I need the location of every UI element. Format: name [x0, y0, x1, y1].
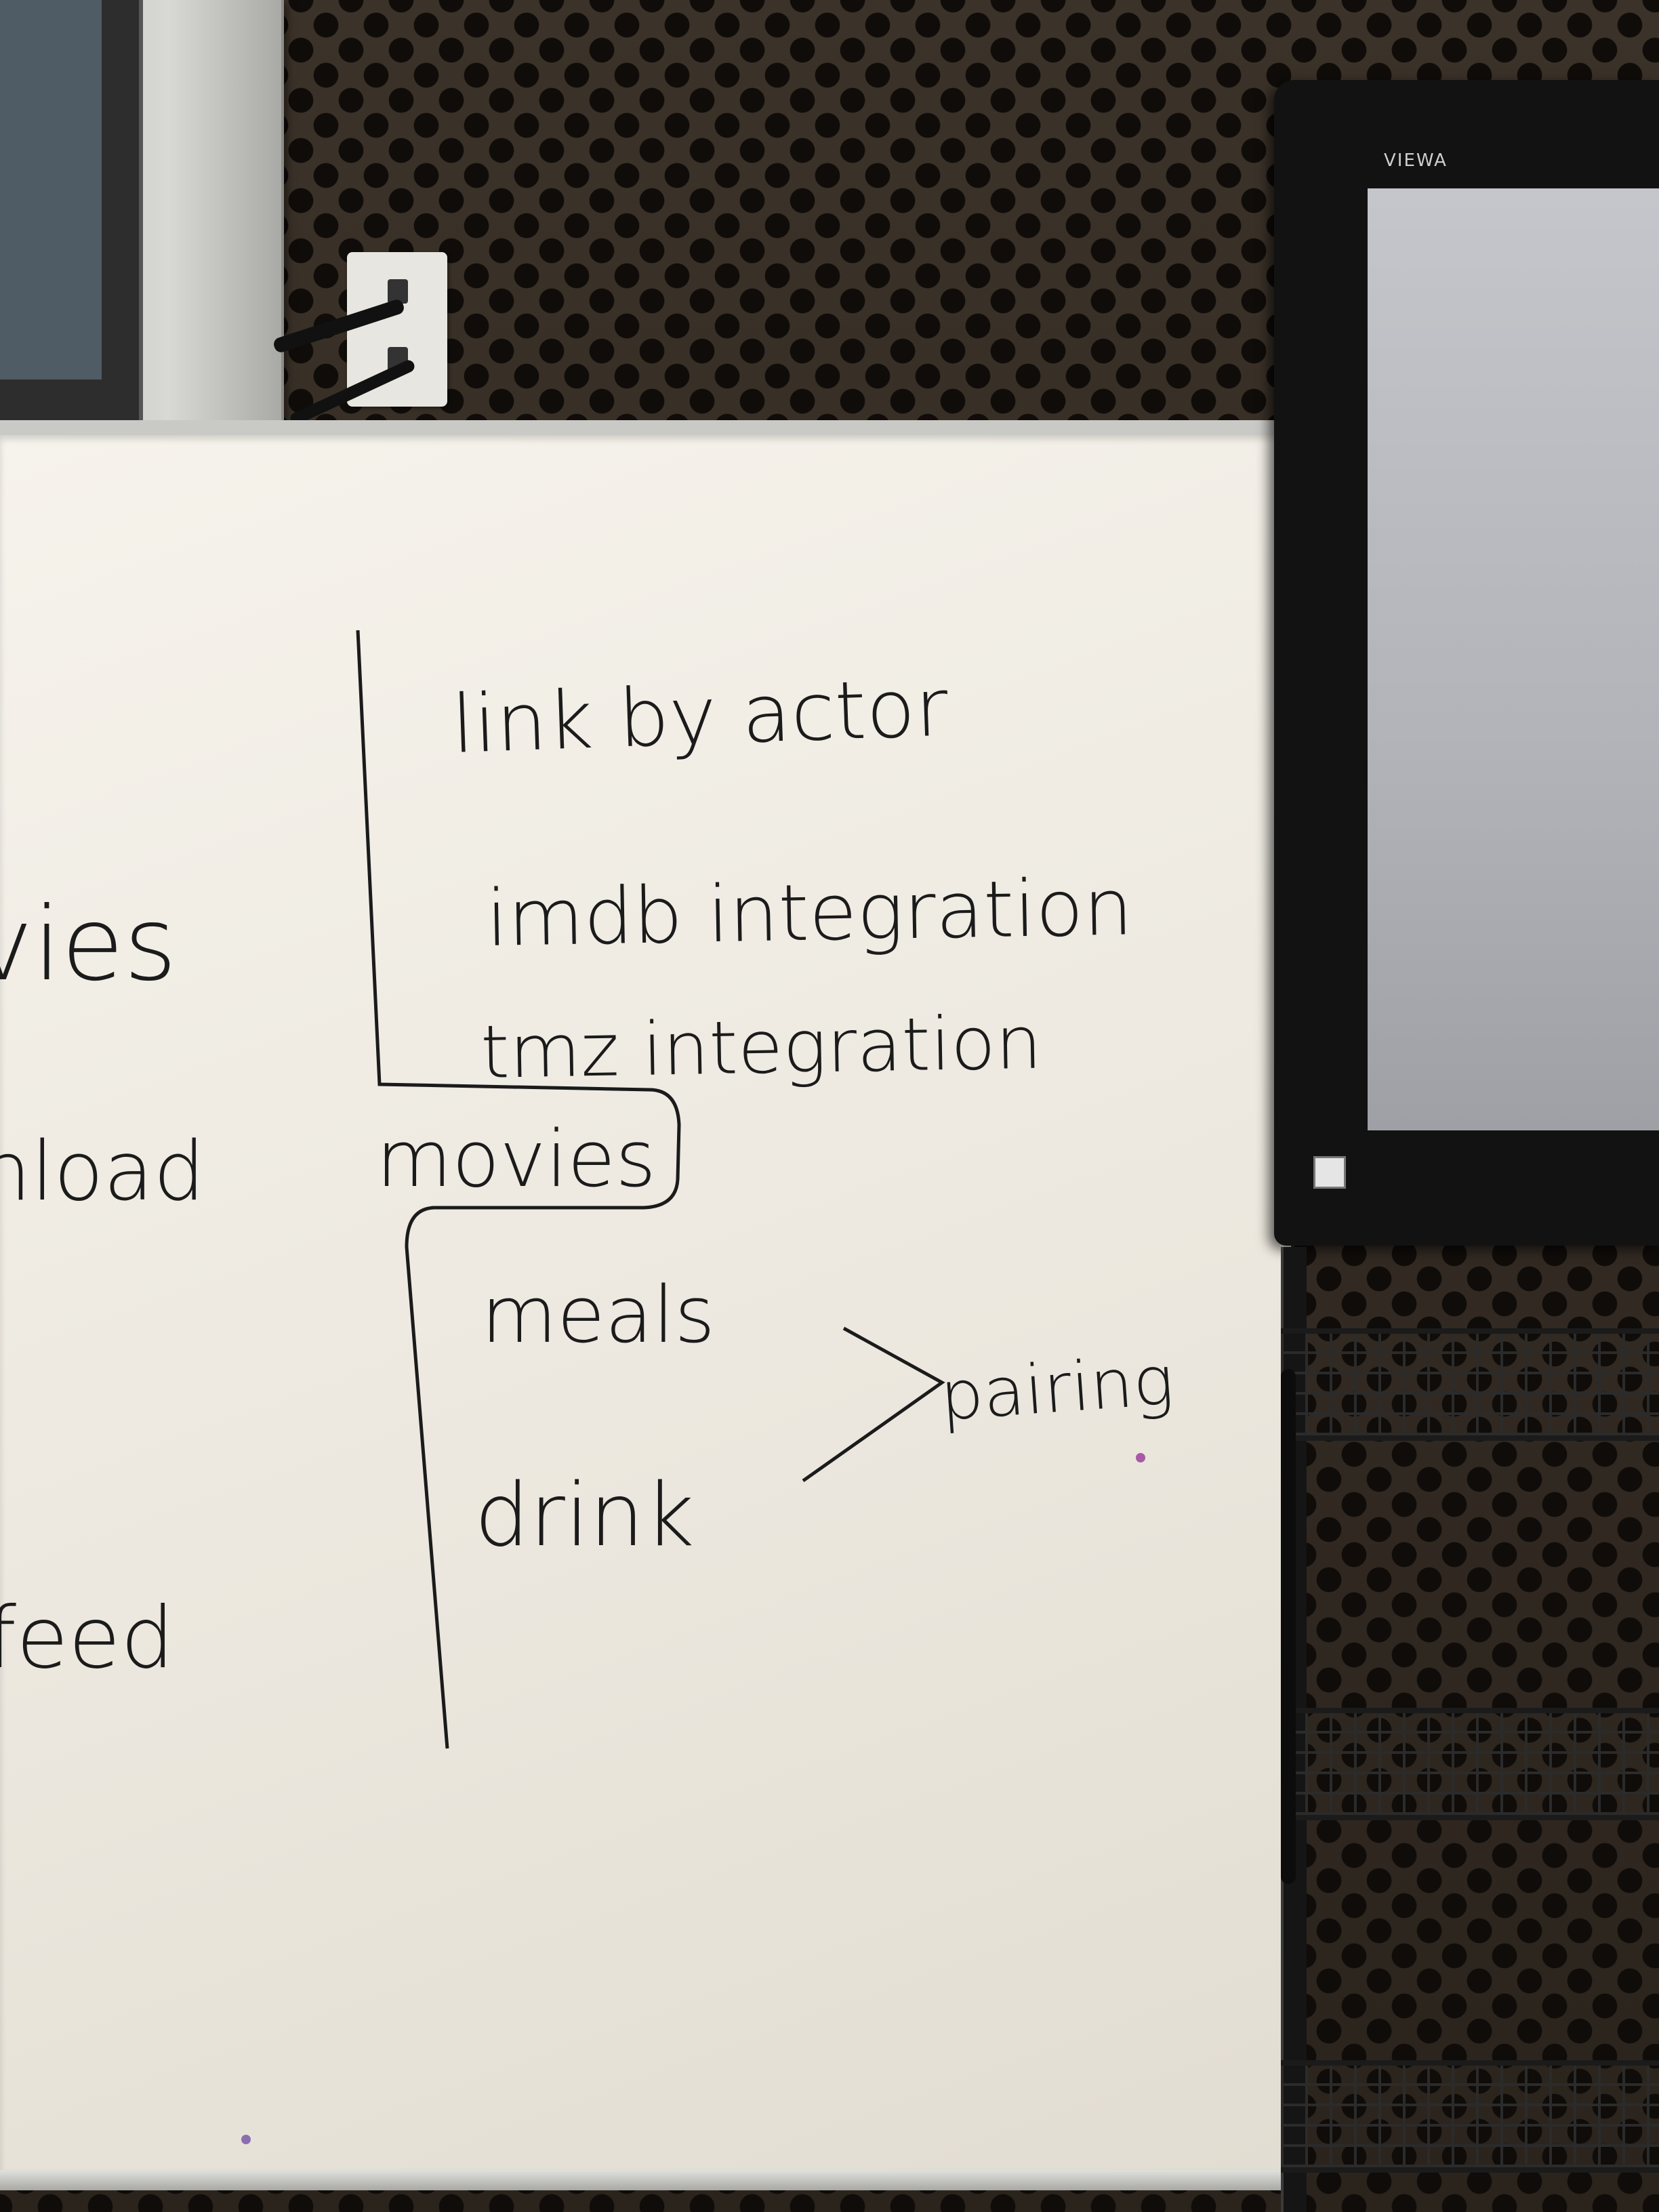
rack-shelf-middle — [1281, 1708, 1659, 1820]
left-fragment-download: nload — [0, 1125, 205, 1219]
left-fragment-movies: vies — [0, 886, 177, 1004]
whiteboard-writing: vies nload feed link by actor imdb integ… — [0, 630, 1176, 1749]
item-pairing: pairing — [938, 1340, 1176, 1436]
whiteboard-tray — [0, 2170, 1291, 2190]
center-node-movies: movies — [376, 1114, 656, 1205]
item-drink: drink — [474, 1465, 695, 1566]
item-imdb-integration: imdb integration — [485, 862, 1133, 964]
lower-bracket-line — [405, 1088, 681, 1749]
item-meals: meals — [481, 1270, 715, 1361]
wire-rack — [1281, 1247, 1659, 2212]
right-monitor-screen — [1368, 188, 1659, 1130]
pairing-arrow — [802, 1326, 945, 1483]
monitor-brand-label: VIEWA — [1384, 150, 1448, 171]
rack-shelf-top — [1281, 1328, 1659, 1441]
whiteboard — [0, 420, 1291, 2190]
monitor-sticker — [1313, 1156, 1346, 1189]
marker-speck — [1136, 1453, 1145, 1462]
rack-shelf-bottom — [1281, 2060, 1659, 2173]
marker-speck-bottom — [241, 2135, 251, 2144]
right-monitor: VIEWA — [1274, 80, 1659, 1246]
left-monitor-screen — [0, 0, 102, 380]
item-tmz-integration: tmz integration — [480, 1001, 1042, 1095]
left-fragment-feed: feed — [0, 1589, 174, 1687]
rack-cable — [1281, 1369, 1296, 1884]
item-link-by-actor: link by actor — [450, 660, 949, 771]
upper-bracket-line — [356, 630, 650, 1092]
